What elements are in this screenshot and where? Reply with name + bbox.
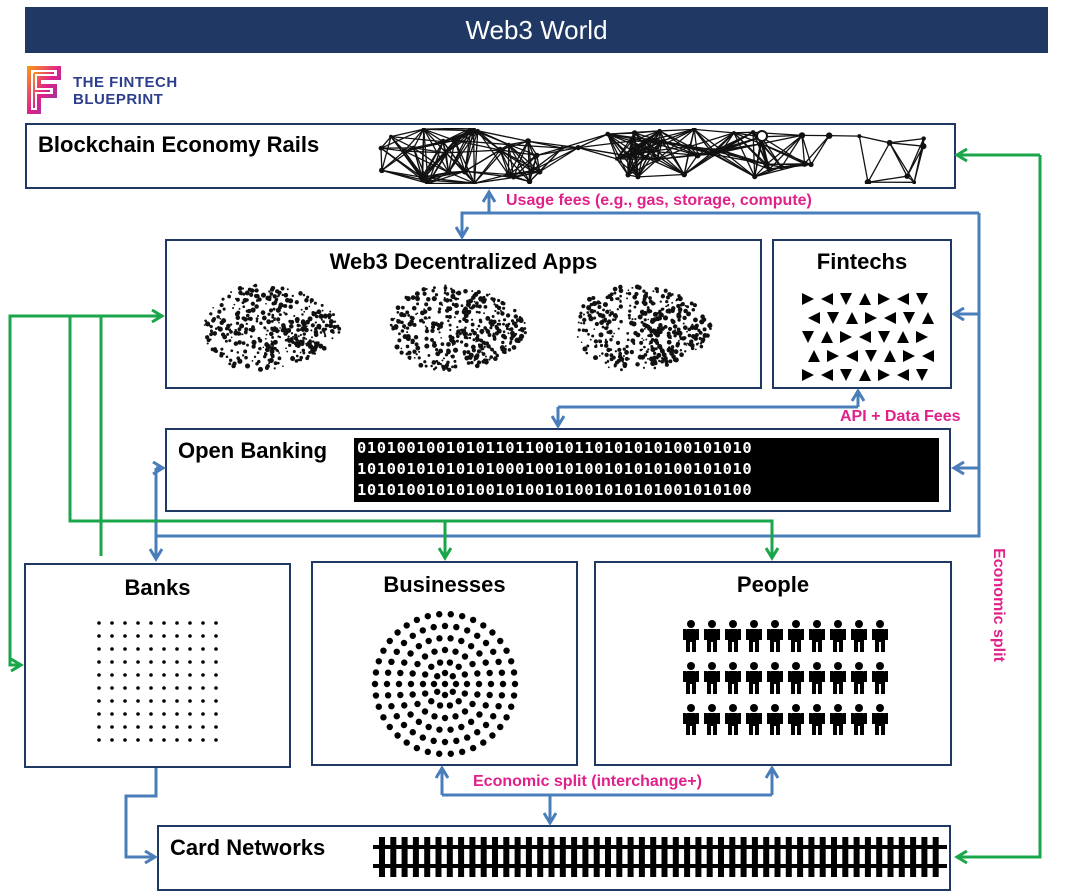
blockchain-rails-title: Blockchain Economy Rails [38,132,320,157]
banks-card-networks-arrow [124,768,156,857]
person-icon [683,704,699,735]
person-icon [767,704,783,735]
person-icon [725,620,741,652]
people-icons-image [683,620,888,735]
dot-cloud-image-1 [203,283,342,372]
person-icon [767,662,783,694]
banks-box: Banks [24,563,291,768]
person-icon [704,704,720,735]
dot-cloud-image-3 [576,284,713,372]
blockchain-rails-box: Blockchain Economy Rails [25,123,956,189]
person-icon [872,662,888,694]
dapps-fees-arrow [462,211,489,236]
person-icon [746,620,762,652]
person-icon [788,620,804,652]
person-icon [683,662,699,694]
binary-row: 0101001001010110110010110101010100101010 [357,439,753,457]
person-icon [830,662,846,694]
people-box: People [594,561,952,766]
person-icon [767,620,783,652]
person-icon [725,662,741,694]
usage-fees-label: Usage fees (e.g., gas, storage, compute) [506,192,812,209]
circular-dots-image [371,611,519,757]
person-icon [788,704,804,735]
network-mesh-image [378,128,927,184]
binary-row: 1010100101010010100101001010101001010100 [357,481,753,499]
fintechs-box: Fintechs [772,239,952,389]
person-icon [809,704,825,735]
binary-row: 1010010101010100010010100101010100101010 [357,460,753,478]
fintechs-title: Fintechs [816,249,908,274]
person-icon [851,704,867,735]
businesses-title: Businesses [383,572,506,597]
person-icon [704,620,720,652]
open-banking-box: Open Banking 010100100101011011001011010… [165,428,951,512]
businesses-box: Businesses [311,561,578,766]
person-icon [830,620,846,652]
person-icon [704,662,720,694]
banks-title: Banks [124,575,191,600]
person-icon [683,620,699,652]
person-icon [725,704,741,735]
railway-tracks-image [373,837,947,877]
logo-f-icon [27,66,61,114]
person-icon [872,704,888,735]
economic-split-text: Economic split [990,548,1007,662]
dot-cloud-image-2 [389,284,527,372]
logo-line-2: BLUEPRINT [73,91,164,108]
page-title: Web3 World [25,7,1048,53]
economic-split-trunk [958,155,1042,857]
binary-code-image: 0101001001010110110010110101010100101010… [354,438,939,502]
person-icon [746,704,762,735]
web3-dapps-title: Web3 Decentralized Apps [329,249,598,274]
fintech-blueprint-logo: THE FINTECH BLUEPRINT [25,66,205,114]
person-icon [746,662,762,694]
person-icon [830,704,846,735]
web3-dapps-box: Web3 Decentralized Apps [165,239,762,389]
logo-line-1: THE FINTECH [73,74,178,91]
open-banking-title: Open Banking [178,438,328,463]
person-icon [809,620,825,652]
api-fees-label: API + Data Fees [840,408,961,425]
person-icon [872,620,888,652]
card-networks-title: Card Networks [170,835,326,860]
card-networks-box: Card Networks [157,825,951,891]
people-title: People [736,572,810,597]
dot-grid-image [97,621,218,742]
person-icon [851,620,867,652]
economic-split-label: Economic split [978,540,1018,670]
person-icon [788,662,804,694]
triangles-image [802,293,934,381]
person-icon [809,662,825,694]
person-icon [851,662,867,694]
logo-text: THE FINTECH BLUEPRINT [73,74,178,108]
interchange-label: Economic split (interchange+) [473,773,702,790]
